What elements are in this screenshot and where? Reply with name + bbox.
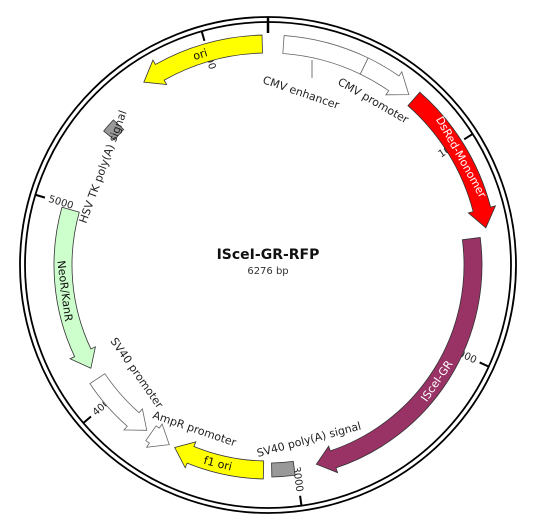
feature-label-cmv-enhancer: CMV enhancer — [261, 74, 341, 112]
tick-mark-3000 — [299, 495, 303, 506]
feature-iscei-gr[interactable] — [315, 236, 483, 474]
feature-neor-kanr[interactable] — [53, 206, 96, 369]
plasmid-name: ISceI-GR-RFP — [217, 247, 320, 263]
tick-label: 5000 — [47, 194, 75, 212]
tick-mark-2000 — [479, 361, 490, 368]
feature-ori[interactable] — [143, 34, 263, 85]
tick-mark-6000 — [200, 30, 206, 42]
feature-ampr-promoter[interactable] — [145, 423, 170, 448]
feature-hsv-tk-poly-a-signal[interactable] — [103, 119, 125, 141]
feature-label-hsv-tk-poly-a-signal: HSV TK poly(A) signal — [77, 109, 130, 225]
feature-sv40-promoter[interactable] — [89, 373, 148, 431]
feature-label-ori: ori — [191, 46, 209, 63]
backbone-ring — [19, 16, 517, 514]
tick-mark-5000 — [35, 193, 46, 199]
tick-mark-4000 — [82, 415, 92, 424]
features — [53, 34, 497, 480]
plasmid-size: 6276 bp — [247, 266, 288, 277]
feature-f1-ori[interactable] — [174, 441, 265, 480]
feature-sv40-poly-a-signal[interactable] — [271, 460, 296, 478]
tick-mark-1000 — [463, 133, 474, 141]
feature-dsred-monomer[interactable] — [407, 91, 497, 229]
feature-cmv-promoter[interactable] — [359, 57, 410, 96]
feature-cmv-enhancer[interactable] — [282, 35, 369, 75]
